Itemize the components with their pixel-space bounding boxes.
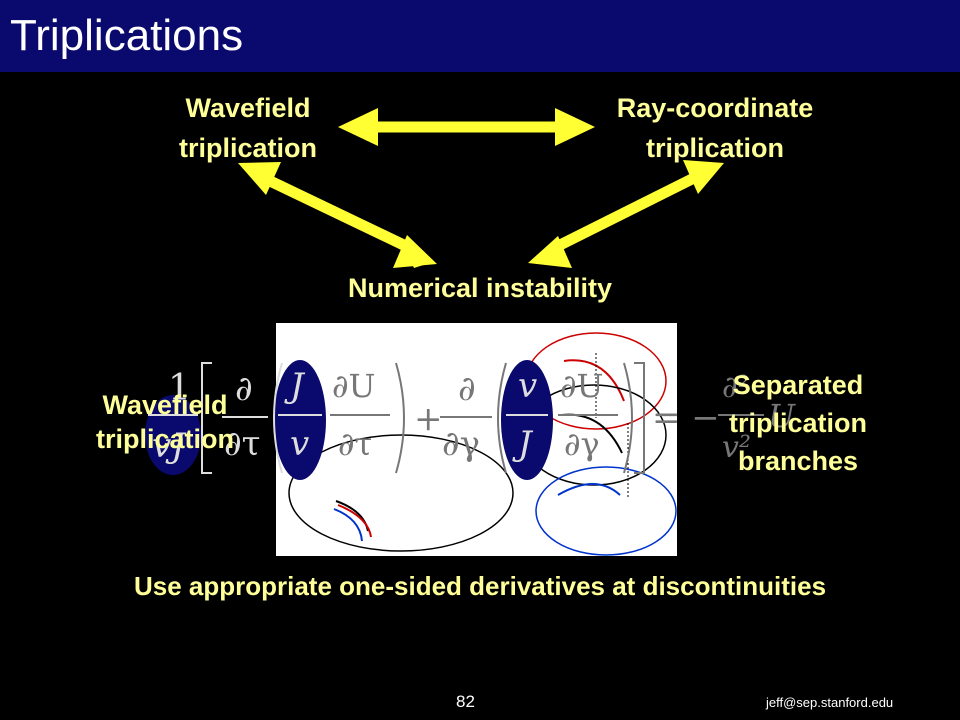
label-line: triplication bbox=[95, 424, 234, 454]
label-line: Wavefield bbox=[102, 390, 228, 420]
svg-text:J: J bbox=[284, 366, 306, 406]
svg-text:J: J bbox=[512, 424, 534, 464]
svg-text:v²: v² bbox=[722, 430, 751, 465]
double-arrow-horizontal bbox=[338, 108, 595, 146]
ray-coordinate-triplication-label: Ray-coordinate triplication bbox=[595, 88, 835, 168]
triplication-figure bbox=[276, 323, 677, 556]
label-line: branches bbox=[737, 446, 859, 476]
label-line: triplication bbox=[728, 408, 867, 438]
svg-text:v: v bbox=[290, 424, 309, 464]
svg-text:∂U: ∂U bbox=[332, 367, 376, 405]
numerical-instability-label: Numerical instability bbox=[347, 273, 613, 303]
svg-text:+: + bbox=[414, 399, 443, 439]
svg-text:U: U bbox=[768, 397, 796, 435]
wavefield-triplication-label: Wavefield triplication bbox=[158, 88, 338, 168]
svg-text:∂γ: ∂γ bbox=[442, 424, 480, 464]
slide-title: Triplications bbox=[10, 11, 244, 60]
separated-triplication-branches-label: Separated triplication branches bbox=[708, 366, 888, 480]
bottom-note: Use appropriate one-sided derivatives at… bbox=[133, 571, 827, 601]
svg-text:∂U: ∂U bbox=[560, 367, 604, 405]
double-arrow-left-diagonal bbox=[238, 162, 437, 268]
svg-text:1: 1 bbox=[168, 368, 191, 409]
svg-text:∂²: ∂² bbox=[722, 370, 750, 405]
svg-text:∂γ: ∂γ bbox=[564, 425, 600, 463]
svg-text:vJ: vJ bbox=[152, 426, 187, 466]
label-line: triplication bbox=[645, 133, 784, 163]
author-email: jeff@sep.stanford.edu bbox=[766, 695, 894, 710]
label-line: Wavefield bbox=[185, 93, 311, 123]
equation: 1 vJ ∂ ∂τ J v ∂U ∂τ + ∂ ∂γ v J ∂U ∂γ bbox=[145, 360, 796, 480]
label-line: Ray-coordinate bbox=[616, 93, 814, 123]
title-bar bbox=[0, 0, 960, 72]
label-line: Separated bbox=[732, 370, 864, 400]
svg-text:∂: ∂ bbox=[458, 369, 476, 409]
svg-text:∂τ: ∂τ bbox=[338, 425, 372, 463]
label-line: triplication bbox=[178, 133, 317, 163]
triplication-curves bbox=[288, 332, 677, 556]
wavefield-triplication-overlay: Wavefield triplication bbox=[75, 388, 255, 456]
svg-text:= −: = − bbox=[652, 398, 720, 438]
double-arrow-right-diagonal bbox=[528, 160, 724, 268]
page-number: 82 bbox=[456, 692, 475, 711]
svg-text:∂τ: ∂τ bbox=[224, 424, 260, 464]
svg-text:∂: ∂ bbox=[235, 369, 253, 409]
svg-text:v: v bbox=[518, 366, 537, 406]
